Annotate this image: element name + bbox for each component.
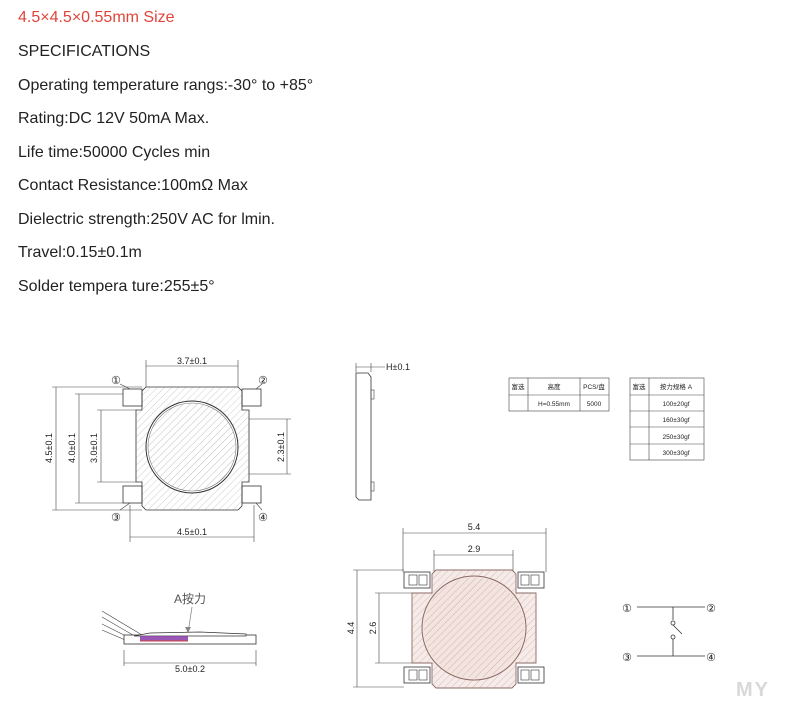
dim-left-mid-height: 4.0±0.1 — [67, 433, 77, 463]
spec-rating: Rating:DC 12V 50mA Max. — [18, 110, 210, 127]
switch-schematic: ① ② ③ ④ — [622, 603, 716, 664]
pin-2-label: ② — [258, 375, 268, 387]
dim-bottom-width: 4.5±0.1 — [177, 527, 207, 537]
pin-4-label: ④ — [258, 512, 268, 524]
pin-3-label: ③ — [111, 512, 121, 524]
side-view: H±0.1 — [355, 362, 410, 501]
schematic-pin-4: ④ — [706, 652, 716, 664]
table2-row-1: 100±20gf — [662, 401, 689, 408]
table1-cell-pcs: 5000 — [587, 401, 602, 408]
pin-1-label: ① — [111, 375, 121, 387]
table2-header-select: 富选 — [633, 382, 647, 391]
specifications-heading: SPECIFICATIONS — [18, 43, 151, 60]
packaging-table: 富选 高度 PCS/盘 H=0.55mm 5000 — [508, 377, 610, 412]
watermark-logo: MY — [736, 679, 770, 701]
dim-top-width: 3.7±0.1 — [177, 356, 207, 366]
schematic-pin-3: ③ — [622, 652, 632, 664]
spec-life-time: Life time:50000 Cycles min — [18, 144, 211, 161]
dim-profile-width: 5.0±0.2 — [175, 664, 205, 674]
force-table: 富选 按力规格 A 100±20gf 160±30gf 250±30gf 300… — [629, 377, 705, 461]
dim-footprint-inner: 2.9 — [468, 544, 481, 554]
dim-footprint-left-outer: 4.4 — [346, 622, 356, 635]
dim-footprint-outer: 5.4 — [468, 522, 481, 532]
table1-header-height: 高度 — [548, 382, 562, 391]
profile-view: A按力 5.0±0.2 — [101, 592, 257, 674]
dim-right-height: 2.3±0.1 — [276, 432, 286, 462]
spec-dielectric-strength: Dielectric strength:250V AC for lmin. — [18, 211, 275, 228]
footprint-view: 5.4 2.9 4.4 2.6 — [346, 522, 547, 689]
table1-cell-height: H=0.55mm — [538, 401, 570, 408]
table1-header-select: 富选 — [512, 382, 526, 391]
force-label: A按力 — [174, 592, 206, 606]
table1-header-pcs: PCS/盘 — [583, 382, 605, 391]
table2-row-4: 300±30gf — [662, 450, 689, 457]
schematic-pin-2: ② — [706, 603, 716, 615]
dim-side-height: H±0.1 — [386, 362, 410, 372]
dim-footprint-left-inner: 2.6 — [368, 622, 378, 635]
dim-left-outer-height: 4.5±0.1 — [44, 433, 54, 463]
spec-solder-temperature: Solder tempera ture:255±5° — [18, 278, 215, 295]
spec-contact-resistance: Contact Resistance:100mΩ Max — [18, 177, 248, 194]
dim-left-inner-height: 3.0±0.1 — [89, 433, 99, 463]
table2-row-3: 250±30gf — [662, 434, 689, 441]
spec-operating-temperature: Operating temperature rangs:-30° to +85° — [18, 77, 314, 94]
size-title: 4.5×4.5×0.55mm Size — [18, 9, 175, 26]
top-view: ① ② ③ ④ 3.7±0.1 4.5±0.1 4.5±0.1 4.0±0.1 … — [44, 356, 291, 542]
table2-header-force: 按力规格 A — [660, 382, 693, 391]
schematic-pin-1: ① — [622, 603, 632, 615]
table2-row-2: 160±30gf — [662, 417, 689, 424]
spec-travel: Travel:0.15±0.1m — [18, 244, 142, 261]
